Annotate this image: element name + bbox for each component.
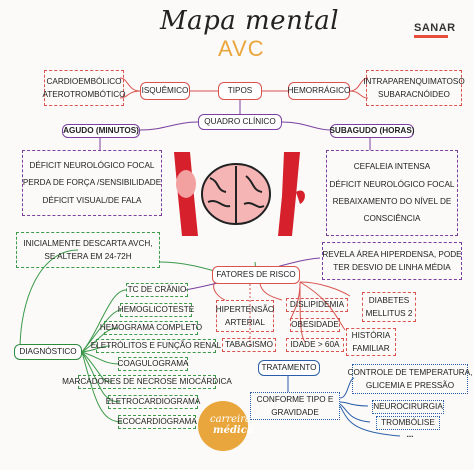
brand-underline: [414, 35, 448, 38]
diabetes-line: MELLITUS 2: [365, 309, 413, 318]
tipos-node: TIPOS: [218, 82, 262, 100]
controle-line: GLICEMIA E PRESSÃO: [365, 381, 455, 390]
diagnostico-item: ECOCARDIOGRAMA: [117, 415, 197, 429]
subagudo-item: REBAIXAMENTO DO NÍVEL DE: [332, 197, 452, 206]
avch-note-line: SE ALTERA EM 24-72H: [44, 252, 132, 261]
logo-text: médica: [213, 425, 254, 436]
brain-icon: [201, 163, 271, 225]
dislipidemia-node: DISLIPIDEMIA: [286, 298, 348, 312]
diabetes-node: DIABETES MELLITUS 2: [362, 292, 416, 322]
right-vessel-icon: [278, 152, 300, 236]
tc-note: REVELA ÁREA HIPERDENSA, PODE TER DESVIO …: [322, 242, 462, 280]
avch-note: INICIALMENTE DESCARTA AVCH, SE ALTERA EM…: [16, 232, 160, 268]
brain-vessels-illustration: [174, 152, 305, 236]
logo-text: carreira: [210, 414, 251, 425]
idade-node: IDADE > 60A: [286, 338, 344, 352]
subagudo-item: CEFALEIA INTENSA: [353, 162, 431, 172]
hemorragico-item: SUBARACNÓIDEO: [378, 90, 450, 99]
trombolise-node: TROMBÓLISE: [376, 416, 440, 430]
hipertensao-node: HIPERTENSÃO ARTERIAL: [216, 300, 274, 332]
hipertensao-line: ARTERIAL: [225, 318, 265, 327]
hemorragico-node: HEMORRÁGICO: [288, 82, 350, 100]
conforme-line: CONFORME TIPO E: [256, 394, 334, 404]
subagudo-item: DÉFICIT NEUROLÓGICO FOCAL: [329, 179, 455, 189]
avch-note-line: INICIALMENTE DESCARTA AVCH,: [23, 238, 153, 248]
isquemico-list: CARDIOEMBÓLICO ATEROTROMBÓTICO: [42, 70, 126, 106]
agudo-item: PERDA DE FORÇA /SENSIBILIDADE: [22, 178, 162, 188]
ellipsis: ...: [406, 430, 414, 440]
tc-note-line: REVELA ÁREA HIPERDENSA, PODE: [322, 249, 462, 259]
obesidade-node: OBESIDADE: [290, 318, 340, 332]
diabetes-line: DIABETES: [368, 295, 410, 305]
diagnostico-item: ELETROCARDIOGRAMA: [106, 395, 200, 409]
diagnostico-item: COAGULOGRAMA: [118, 357, 189, 371]
historia-line: HISTÓRIA: [351, 330, 391, 340]
diagnostico-item: TC DE CRÂNIO: [126, 283, 188, 297]
conforme-line: GRAVIDADE: [271, 408, 319, 417]
controle-node: CONTROLE DE TEMPERATURA, GLICEMIA E PRES…: [348, 364, 472, 394]
page-title: Mapa mental: [160, 6, 340, 36]
diagnostico-item: MARCADORES DE NECROSE MIOCÁRDICA: [62, 375, 232, 389]
tratamento-node: TRATAMENTO: [258, 360, 320, 376]
hemorragico-item: INTRAPARENQUIMATOSO: [363, 76, 465, 86]
hipertensao-line: HIPERTENSÃO: [215, 304, 275, 314]
diagnostico-item: HEMOGRAMA COMPLETO: [100, 321, 202, 335]
fatores-risco-node: FATORES DE RISCO: [212, 266, 300, 284]
quadro-clinico-node: QUADRO CLÍNICO: [198, 114, 282, 130]
subagudo-item: CONSCIÊNCIA: [363, 214, 421, 224]
historia-node: HISTÓRIA FAMILIAR: [346, 328, 396, 356]
isquemico-item: CARDIOEMBÓLICO: [46, 76, 122, 86]
controle-line: CONTROLE DE TEMPERATURA,: [347, 367, 473, 377]
agudo-item: DÉFICIT NEUROLÓGICO FOCAL: [29, 160, 155, 170]
brand-logo: SANAR: [414, 22, 456, 34]
isquemico-item: ATEROTROMBÓTICO: [42, 90, 126, 99]
agudo-item: DÉFICIT VISUAL/DE FALA: [42, 195, 142, 205]
diagnostico-item: ELETRÓLITOS E FUNÇÃO RENAL: [91, 339, 221, 353]
agudo-node: AGUDO (MINUTOS): [62, 124, 140, 138]
subagudo-node: SUBAGUDO (HORAS): [329, 124, 415, 138]
diagnostico-item: HEMOGLICOTESTE: [118, 303, 194, 317]
conforme-node: CONFORME TIPO E GRAVIDADE: [250, 392, 340, 420]
neurocirurgia-node: NEUROCIRURGIA: [372, 400, 444, 414]
page-subtitle: AVC: [218, 36, 265, 61]
hemorragico-list: INTRAPARENQUIMATOSO SUBARACNÓIDEO: [363, 70, 465, 106]
historia-line: FAMILIAR: [352, 344, 390, 353]
subagudo-list: CEFALEIA INTENSA DÉFICIT NEUROLÓGICO FOC…: [326, 150, 458, 236]
carreira-medica-logo: [198, 401, 248, 451]
tc-note-line: TER DESVIO DE LINHA MÉDIA: [333, 263, 451, 272]
diagnostico-node: DIAGNÓSTICO: [14, 344, 82, 360]
isquemico-node: ISQUÊMICO: [140, 82, 190, 100]
agudo-list: DÉFICIT NEUROLÓGICO FOCAL PERDA DE FORÇA…: [22, 150, 162, 216]
tabagismo-node: TABAGISMO: [222, 338, 276, 352]
